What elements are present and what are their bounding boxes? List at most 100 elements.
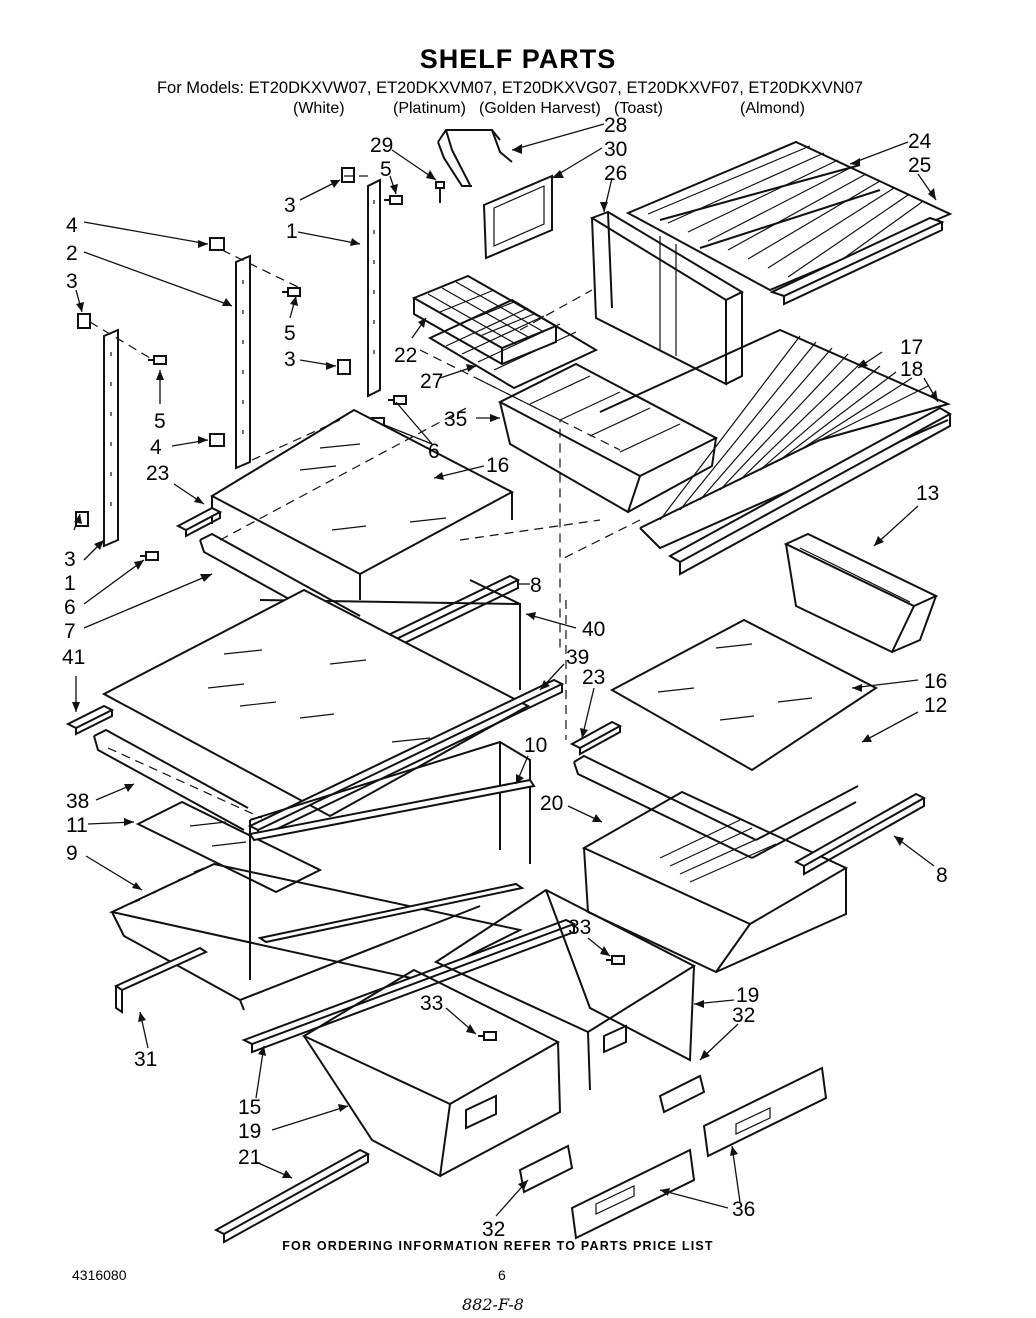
model-color-platinum: (Platinum)	[393, 100, 466, 117]
part-2-rail	[235, 254, 251, 470]
callout-5-mid: 5	[284, 322, 296, 345]
part-30-cover-plate	[482, 174, 553, 260]
part-20-meat-pan	[581, 790, 849, 974]
callout-9: 9	[66, 842, 78, 865]
callout-35: 35	[444, 408, 467, 431]
callout-3-mid: 3	[284, 348, 296, 371]
part-12-frame-right	[573, 754, 859, 859]
callout-33-right: 33	[568, 916, 591, 939]
callout-1-bottom: 1	[64, 572, 76, 595]
page-number: 6	[498, 1267, 506, 1283]
part-24-wire-shelf	[625, 140, 953, 292]
callout-11: 11	[66, 814, 88, 837]
part-11-glass-insert	[135, 800, 323, 894]
callout-16-right: 16	[924, 670, 947, 693]
part-3-clip-mid	[337, 359, 351, 375]
callout-20: 20	[540, 792, 563, 815]
callout-3-left: 3	[66, 270, 78, 293]
callout-5-left: 5	[154, 410, 166, 433]
callout-13: 13	[916, 482, 939, 505]
part-19-crisper-drawer-right	[433, 888, 697, 1091]
part-1-rail-front	[103, 328, 119, 548]
callout-24: 24	[908, 130, 932, 153]
callout-29: 29	[370, 134, 393, 157]
callout-22: 22	[394, 344, 417, 367]
callout-6-mid: 6	[428, 440, 440, 463]
part-18-front-rail	[667, 406, 953, 576]
part-28-bracket	[437, 129, 513, 187]
callout-18: 18	[900, 358, 923, 381]
document-number: 4316080	[72, 1267, 127, 1283]
part-23-side-rail-right	[569, 720, 623, 756]
callout-8-upper: 8	[530, 574, 542, 597]
part-38-frame	[93, 728, 263, 831]
callout-33-left: 33	[420, 992, 443, 1015]
part-8-front-trim-right	[793, 792, 927, 876]
model-color-almond: (Almond)	[740, 100, 805, 117]
callout-6-bottom: 6	[64, 596, 76, 619]
ordering-info-note: FOR ORDERING INFORMATION REFER TO PARTS …	[282, 1239, 714, 1253]
callout-10: 10	[524, 734, 547, 757]
callout-17: 17	[900, 336, 923, 359]
part-27-wire-rack	[427, 298, 599, 390]
part-16-glass-shelf-right	[609, 618, 878, 772]
part-35-pan	[497, 362, 719, 514]
part-6-screw-c	[140, 551, 159, 561]
part-19-crisper-drawer-left	[301, 968, 562, 1178]
callout-36: 36	[732, 1198, 755, 1221]
callout-27: 27	[420, 370, 443, 393]
part-5-screw-mid	[282, 287, 301, 297]
callout-39: 39	[566, 646, 589, 669]
model-color-toast: (Toast)	[614, 100, 663, 117]
part-9-crisper-tray	[108, 862, 525, 1011]
callout-38: 38	[66, 790, 89, 813]
part-10-crisper-frame	[248, 740, 536, 980]
callout-41: 41	[62, 646, 85, 669]
leader-lines	[72, 123, 939, 1217]
part-13-door-bin	[783, 532, 939, 654]
callout-32-right: 32	[732, 1004, 755, 1027]
callout-7: 7	[64, 620, 76, 643]
callout-4-lower: 4	[150, 436, 162, 459]
part-25-shelf-rail	[769, 216, 945, 306]
callout-28: 28	[604, 114, 627, 137]
models-line: For Models: ET20DKXVW07, ET20DKXVM07, ET…	[157, 79, 863, 97]
callout-31: 31	[134, 1048, 157, 1071]
callout-25: 25	[908, 154, 931, 177]
part-6-screw-a	[388, 395, 407, 405]
callout-19-right: 19	[736, 984, 759, 1007]
callout-23-right: 23	[582, 666, 605, 689]
callout-4-top: 4	[66, 214, 78, 237]
callout-1-top: 1	[286, 220, 298, 243]
part-3-clip-left	[77, 313, 91, 329]
callout-21: 21	[238, 1146, 261, 1169]
part-33-screw-right	[606, 955, 625, 965]
callout-40: 40	[582, 618, 605, 641]
callout-26: 26	[604, 162, 627, 185]
part-17-wire-shelf	[599, 328, 951, 550]
callout-8-right: 8	[936, 864, 948, 887]
part-16-glass-shelf-upper	[209, 408, 515, 600]
part-1-rail-rear	[367, 178, 381, 398]
callout-3-bottom: 3	[64, 548, 76, 571]
part-41-side-rail	[65, 704, 115, 736]
model-color-golden-harvest: (Golden Harvest)	[479, 100, 601, 117]
callout-19-left: 19	[238, 1120, 261, 1143]
assembly-dashed-lines	[89, 175, 641, 740]
page-title: SHELF PARTS	[420, 44, 617, 74]
part-15-slide-rail	[241, 918, 577, 1054]
callout-5-top: 5	[380, 158, 392, 181]
handwritten-code: 882-F-8	[462, 1295, 524, 1314]
part-32-handle-clip-left	[518, 1144, 574, 1194]
part-5-screw-top	[384, 195, 403, 205]
callout-3-top: 3	[284, 194, 296, 217]
callout-labels: 28 29 30 26 24 25 5 3 1 4 2 3 5 3 5 22 2…	[62, 114, 948, 1241]
callout-23-upper: 23	[146, 462, 169, 485]
callout-16-upper: 16	[486, 454, 509, 477]
callout-30: 30	[604, 138, 627, 161]
part-29-screw	[435, 181, 445, 203]
part-33-screw-left	[478, 1031, 497, 1041]
callout-2: 2	[66, 242, 78, 265]
part-23-side-rail-upper	[175, 506, 223, 538]
